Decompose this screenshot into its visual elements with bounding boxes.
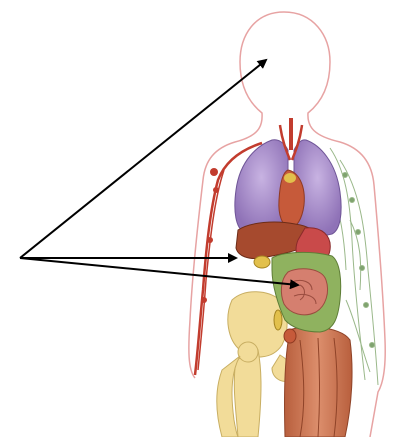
bladder <box>274 310 282 330</box>
rectum <box>284 329 296 343</box>
gallbladder <box>254 256 270 268</box>
heart-fat <box>284 173 296 183</box>
arrow-to-head <box>20 60 266 258</box>
leg-muscles <box>285 327 353 437</box>
small-intestine <box>281 269 327 315</box>
